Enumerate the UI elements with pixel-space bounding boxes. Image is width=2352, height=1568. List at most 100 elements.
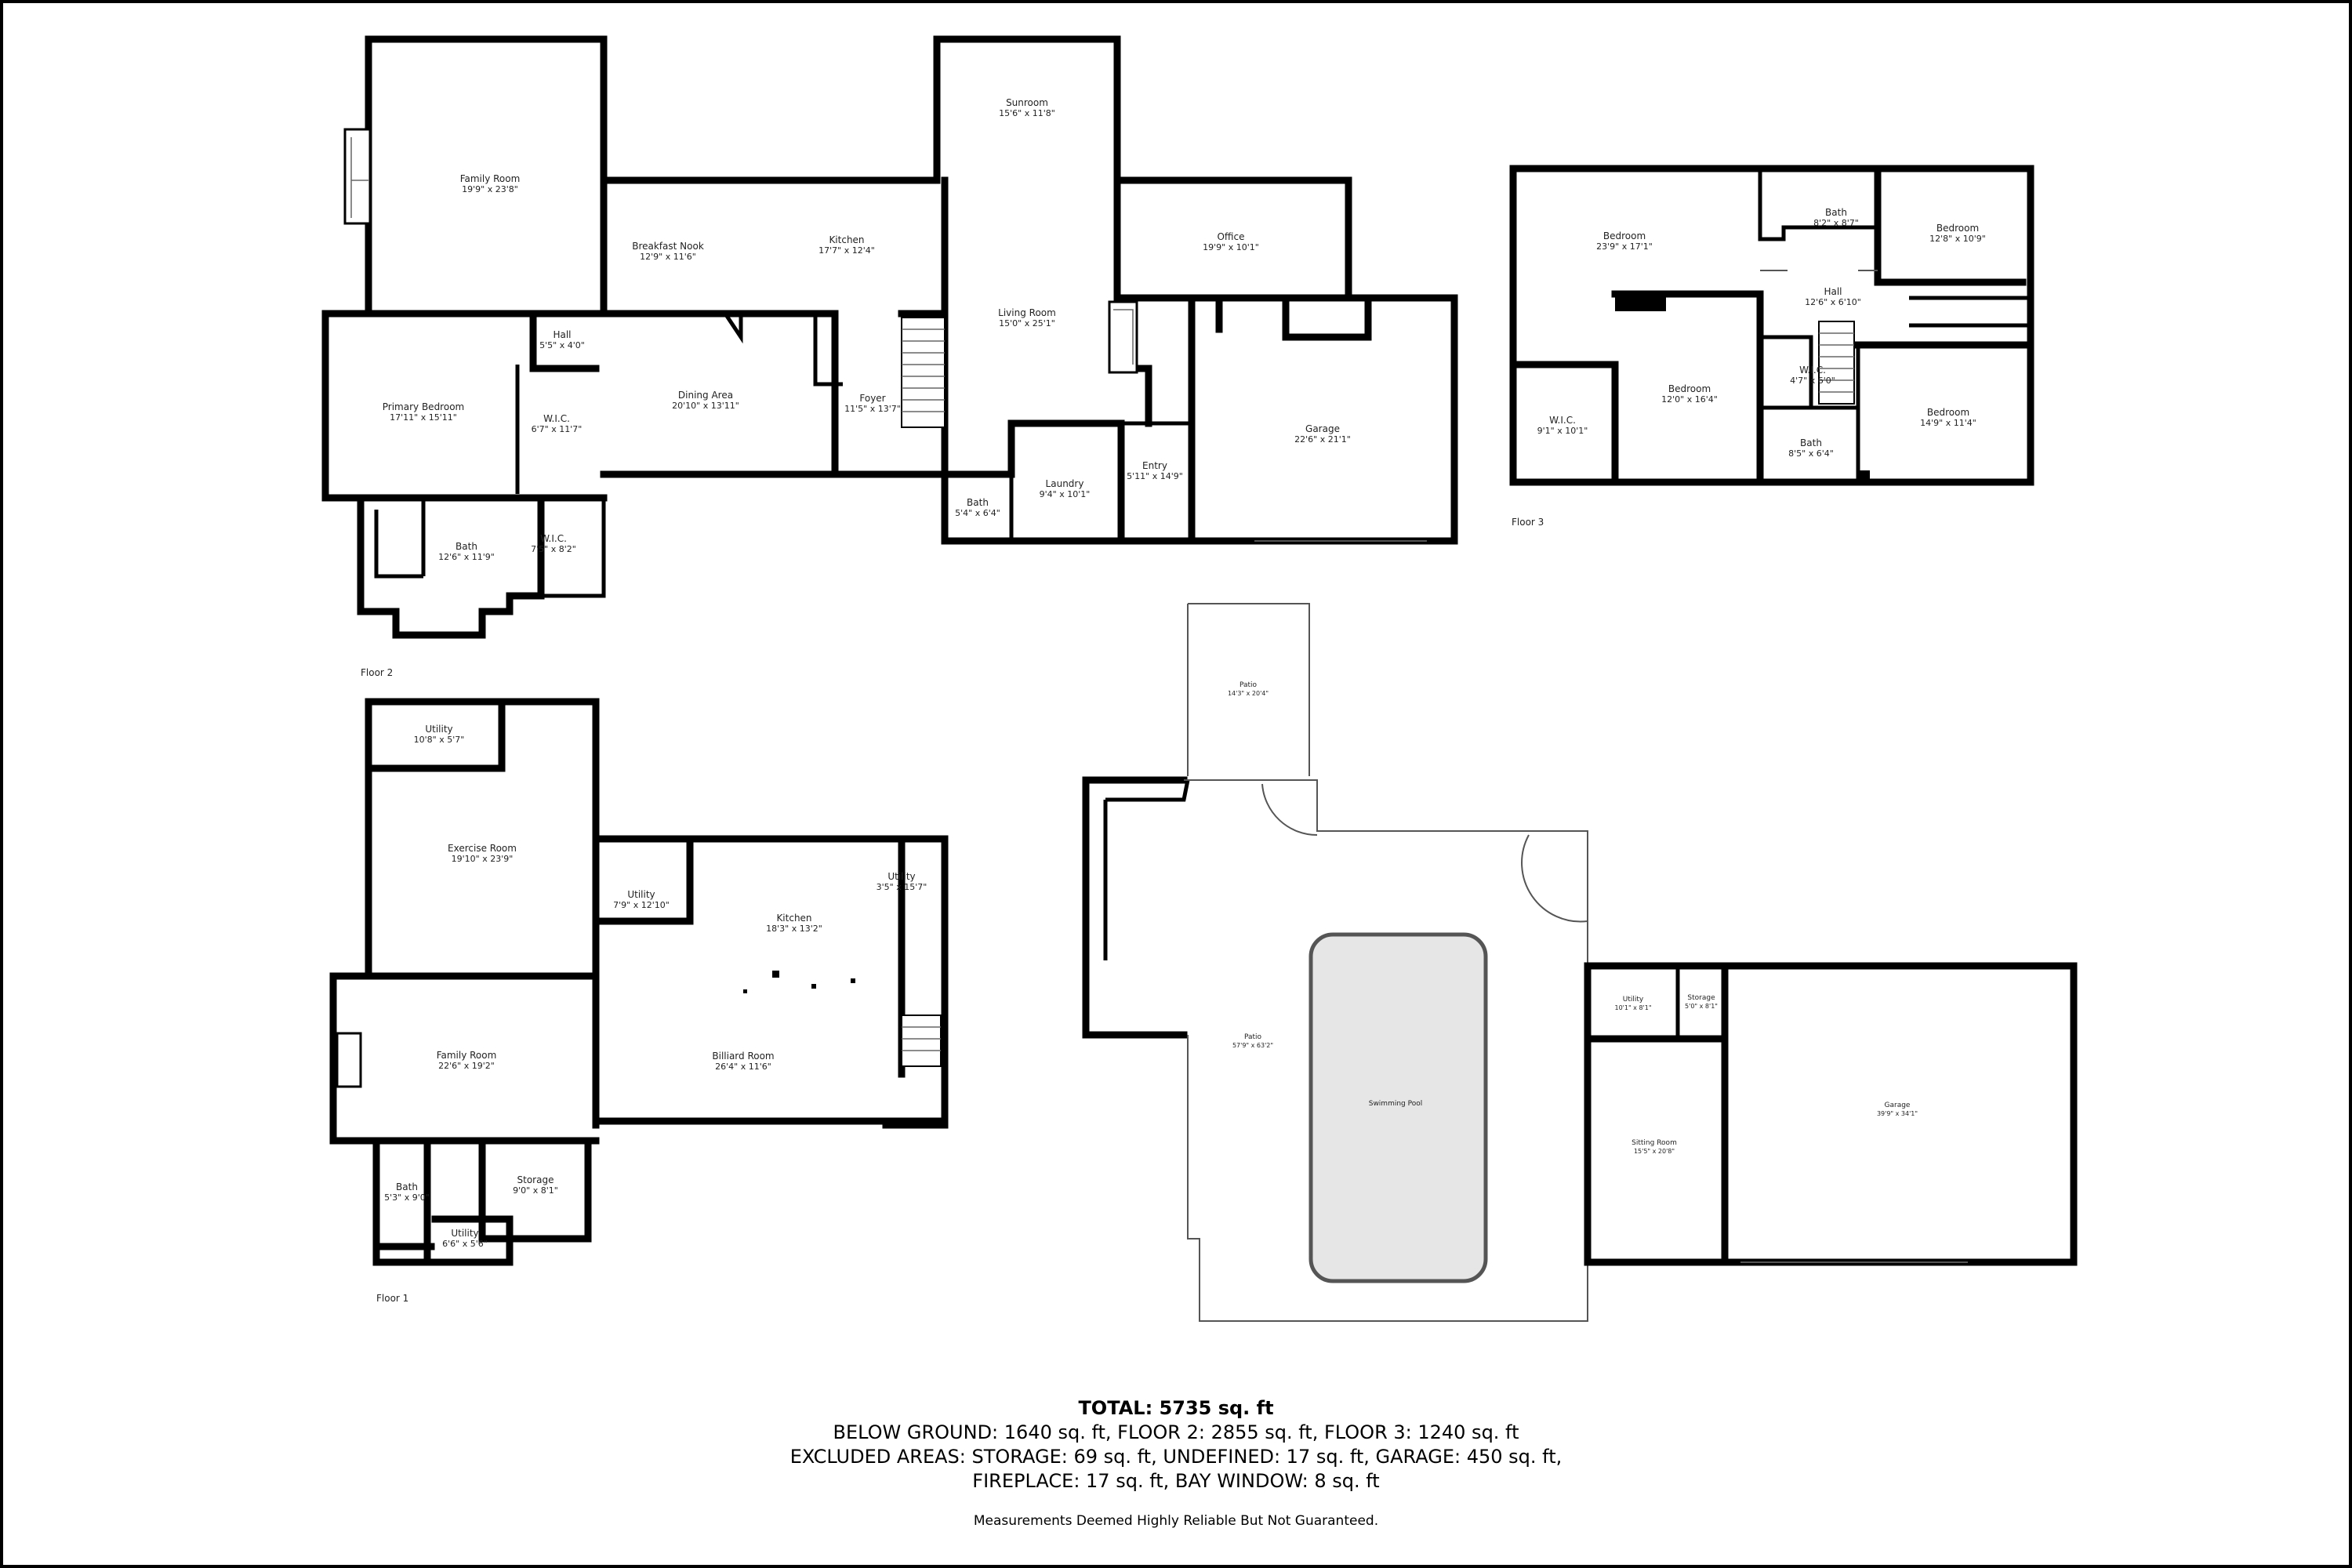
room-name-kitchen-f1: Kitchen: [776, 913, 811, 924]
room-name-dining-area: Dining Area: [678, 390, 733, 401]
room-name-utility-f1-c: Utility: [887, 871, 915, 882]
fireplace-icon: [343, 128, 372, 225]
room-dim-bath-f3-b: 8'5" x 6'4": [1788, 448, 1834, 459]
room-dim-primary-bedroom: 17'11" x 15'11": [390, 412, 457, 423]
room-dim-garage-pool: 39'9" x 34'1": [1877, 1110, 1918, 1117]
room-dim-storage-pool: 5'0" x 8'1": [1685, 1003, 1718, 1010]
room-name-patio-large: Patio: [1244, 1033, 1262, 1041]
room-dim-utility-f1-c: 3'5" x 15'7": [877, 882, 927, 892]
room-dim-bath-f3-a: 8'2" x 8'7": [1813, 218, 1859, 228]
room-name-bedroom-f3-a: Bedroom: [1603, 230, 1646, 241]
room-dim-wic-f2-b: 7'5" x 8'2": [531, 544, 576, 554]
room-dim-kitchen-f2: 17'7" x 12'4": [818, 245, 875, 256]
room-name-exercise-room: Exercise Room: [448, 843, 517, 854]
room-dim-bedroom-f3-d: 14'9" x 11'4": [1920, 418, 1976, 428]
room-dim-bedroom-f3-b: 12'8" x 10'9": [1929, 234, 1986, 244]
room-dim-bath-f2-primary: 12'6" x 11'9": [438, 552, 495, 562]
room-dim-utility-pool: 10'1" x 8'1": [1614, 1004, 1651, 1011]
room-dim-storage-f1: 9'0" x 8'1": [513, 1185, 558, 1196]
room-dim-entry: 5'11" x 14'9": [1127, 471, 1183, 481]
room-dim-patio-large: 57'9" x 63'2": [1232, 1042, 1273, 1049]
room-dim-utility-f1-a: 10'8" x 5'7": [414, 735, 465, 745]
floor-label-2: Floor 2: [361, 667, 393, 678]
disclaimer: Measurements Deemed Highly Reliable But …: [973, 1513, 1379, 1529]
room-dim-living-room: 15'0" x 25'1": [999, 318, 1055, 328]
room-dim-bedroom-f3-a: 23'9" x 17'1": [1596, 241, 1653, 252]
room-name-family-room-f2: Family Room: [460, 173, 521, 184]
room-dim-office: 19'9" x 10'1": [1203, 242, 1259, 252]
room-name-utility-f1-a: Utility: [425, 724, 452, 735]
room-dim-bath-f1: 5'3" x 9'0": [384, 1192, 430, 1203]
room-dim-wic-f3-b: 9'1" x 10'1": [1537, 426, 1588, 436]
room-name-storage-f1: Storage: [517, 1174, 554, 1185]
floor-2-plan: [321, 35, 1458, 639]
room-name-family-room-f1: Family Room: [437, 1050, 497, 1061]
area-breakdown-line-3: FIREPLACE: 17 sq. ft, BAY WINDOW: 8 sq. …: [972, 1470, 1380, 1492]
room-name-wic-f3-b: W.I.C.: [1549, 415, 1576, 426]
room-name-utility-f1-b: Utility: [627, 889, 655, 900]
room-name-entry: Entry: [1142, 460, 1167, 471]
room-dim-wic-f3-a: 4'7" x 6'0": [1790, 376, 1835, 386]
room-dim-billiard-room: 26'4" x 11'6": [715, 1062, 771, 1072]
room-name-hall-f3: Hall: [1824, 286, 1842, 297]
room-dim-sunroom: 15'6" x 11'8": [999, 108, 1055, 118]
room-dim-hall-f3: 12'6" x 6'10": [1805, 297, 1861, 307]
room-name-bedroom-f3-d: Bedroom: [1927, 407, 1969, 418]
room-name-bath-f2-small: Bath: [967, 497, 989, 508]
room-name-storage-pool: Storage: [1687, 994, 1715, 1002]
room-dim-dining-area: 20'10" x 13'11": [672, 401, 739, 411]
room-dim-kitchen-f1: 18'3" x 13'2": [766, 924, 822, 934]
floor-label-3: Floor 3: [1512, 517, 1544, 528]
room-name-office: Office: [1217, 231, 1244, 242]
room-name-bedroom-f3-c: Bedroom: [1668, 383, 1711, 394]
room-name-bath-f2-primary: Bath: [456, 541, 477, 552]
room-name-foyer: Foyer: [859, 393, 885, 404]
room-name-kitchen-f2: Kitchen: [829, 234, 864, 245]
room-name-sunroom: Sunroom: [1006, 97, 1048, 108]
room-name-utility-pool: Utility: [1623, 996, 1644, 1004]
floor-1-plan: [329, 698, 949, 1266]
room-name-bedroom-f3-b: Bedroom: [1936, 223, 1979, 234]
room-name-primary-bedroom: Primary Bedroom: [383, 401, 464, 412]
area-summary: TOTAL: 5735 sq. ft BELOW GROUND: 1640 sq…: [0, 1396, 2352, 1494]
room-dim-bedroom-f3-c: 12'0" x 16'4": [1661, 394, 1718, 405]
room-name-bath-f3-b: Bath: [1800, 437, 1822, 448]
room-dim-breakfast-nook: 12'9" x 11'6": [640, 252, 696, 262]
room-dim-exercise-room: 19'10" x 23'9": [452, 854, 514, 864]
room-name-swimming-pool: Swimming Pool: [1369, 1100, 1423, 1108]
floor-3-plan: [1509, 165, 2034, 486]
room-name-laundry: Laundry: [1046, 478, 1084, 489]
room-labels: Family Room 19'9" x 23'8" Sunroom 15'6" …: [383, 97, 1986, 1249]
room-name-patio-small: Patio: [1240, 681, 1258, 689]
room-dim-garage-f2: 22'6" x 21'1": [1294, 434, 1351, 445]
room-dim-hall-f2: 5'5" x 4'0": [539, 340, 585, 350]
room-name-breakfast-nook: Breakfast Nook: [632, 241, 704, 252]
floor-label-1: Floor 1: [376, 1293, 408, 1304]
room-name-sitting-room: Sitting Room: [1632, 1139, 1677, 1147]
room-name-hall-f2: Hall: [553, 329, 571, 340]
total-area: TOTAL: 5735 sq. ft: [1078, 1397, 1274, 1419]
pool-area-plan: [1082, 603, 2078, 1322]
room-dim-family-room-f2: 19'9" x 23'8": [462, 184, 518, 194]
room-dim-utility-f1-b: 7'9" x 12'10": [613, 900, 670, 910]
room-dim-foyer: 11'5" x 13'7": [844, 404, 901, 414]
room-name-wic-f2-b: W.I.C.: [540, 533, 567, 544]
room-name-wic-f2-a: W.I.C.: [543, 413, 570, 424]
room-dim-sitting-room: 15'5" x 20'8": [1634, 1148, 1675, 1155]
room-dim-wic-f2-a: 6'7" x 11'7": [532, 424, 583, 434]
area-breakdown-line-2: EXCLUDED AREAS: STORAGE: 69 sq. ft, UNDE…: [789, 1446, 1563, 1468]
room-name-bath-f1: Bath: [396, 1181, 418, 1192]
swimming-pool-shape: [1308, 932, 1488, 1283]
room-name-billiard-room: Billiard Room: [712, 1051, 774, 1062]
room-name-bath-f3-a: Bath: [1825, 207, 1847, 218]
room-dim-utility-f1-d: 6'6" x 5'6": [442, 1239, 488, 1249]
room-dim-bath-f2-small: 5'4" x 6'4": [955, 508, 1000, 518]
fireplace-icon: [1108, 300, 1138, 374]
room-dim-laundry: 9'4" x 10'1": [1040, 489, 1091, 499]
room-name-utility-f1-d: Utility: [451, 1228, 478, 1239]
room-name-wic-f3-a: W.I.C.: [1799, 365, 1826, 376]
room-name-living-room: Living Room: [998, 307, 1056, 318]
area-breakdown-line-1: BELOW GROUND: 1640 sq. ft, FLOOR 2: 2855…: [833, 1421, 1519, 1443]
